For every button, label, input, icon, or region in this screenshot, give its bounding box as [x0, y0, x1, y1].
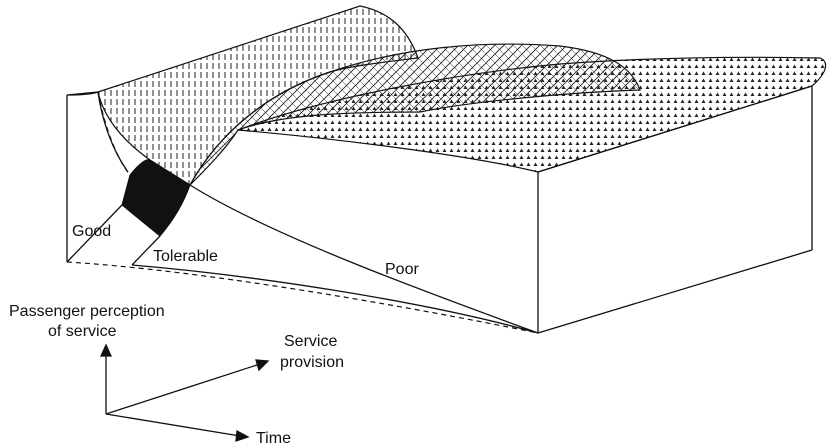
- diagonal-axis-label-line1: Service: [284, 333, 337, 350]
- good-label: Good: [72, 223, 111, 240]
- poor-label: Poor: [385, 261, 419, 278]
- block-outline: [66, 85, 813, 334]
- good-surface: [97, 5, 419, 186]
- hidden-edge-2: [97, 91, 131, 176]
- axes: [99, 343, 270, 442]
- time-axis-label: Time: [256, 430, 291, 447]
- y-axis-label-line1: Passenger perception: [9, 303, 165, 320]
- tolerable-label: Tolerable: [153, 248, 218, 265]
- hidden-edge: [66, 261, 539, 334]
- y-axis-label-line2: of service: [48, 323, 117, 340]
- diagonal-axis-label-line2: provision: [280, 354, 344, 371]
